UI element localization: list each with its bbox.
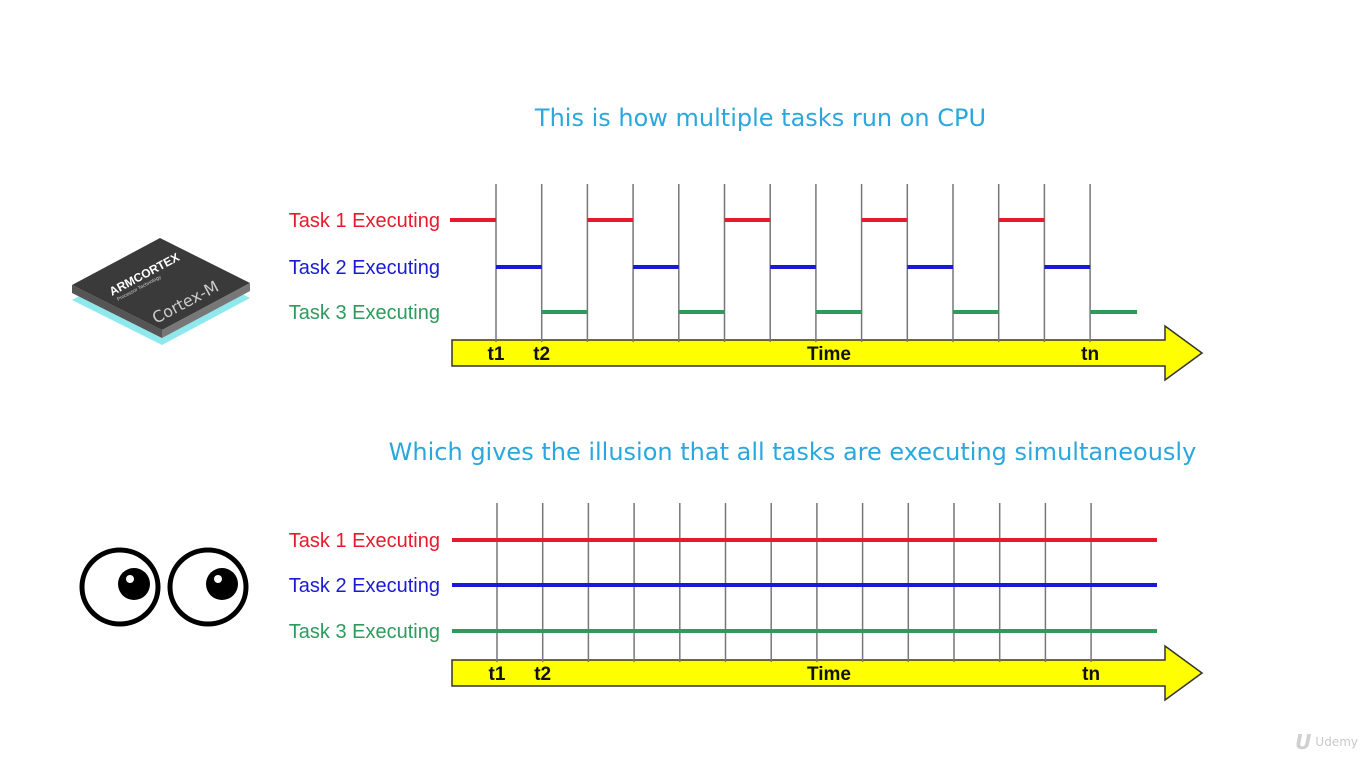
label-t1: t1 — [488, 344, 505, 365]
label-time: Time — [807, 344, 851, 365]
label-t2: t2 — [533, 344, 550, 365]
udemy-watermark: U Udemy — [1295, 730, 1358, 754]
time-arrow — [451, 644, 1204, 702]
arm-cortex-chip-icon: ARMCORTEX Processor Technology Cortex-M — [72, 238, 250, 345]
task-label: Task 3 Executing — [289, 621, 440, 643]
eyes-icon — [79, 547, 249, 627]
task-label: Task 2 Executing — [289, 257, 440, 279]
title-bottom: Which gives the illusion that all tasks … — [388, 438, 1197, 466]
title-top: This is how multiple tasks run on CPU — [534, 104, 987, 132]
label-tn: tn — [1082, 664, 1100, 685]
udemy-logo-icon: U — [1295, 730, 1312, 754]
task-label: Task 3 Executing — [289, 302, 440, 324]
label-t2: t2 — [534, 664, 551, 685]
watermark-text: Udemy — [1315, 735, 1358, 749]
task-label: Task 2 Executing — [289, 575, 440, 597]
label-tn: tn — [1081, 344, 1099, 365]
label-time: Time — [807, 664, 851, 685]
time-arrow — [451, 324, 1204, 382]
label-t1: t1 — [489, 664, 506, 685]
task-label: Task 1 Executing — [289, 530, 440, 552]
task-label: Task 1 Executing — [289, 210, 440, 232]
